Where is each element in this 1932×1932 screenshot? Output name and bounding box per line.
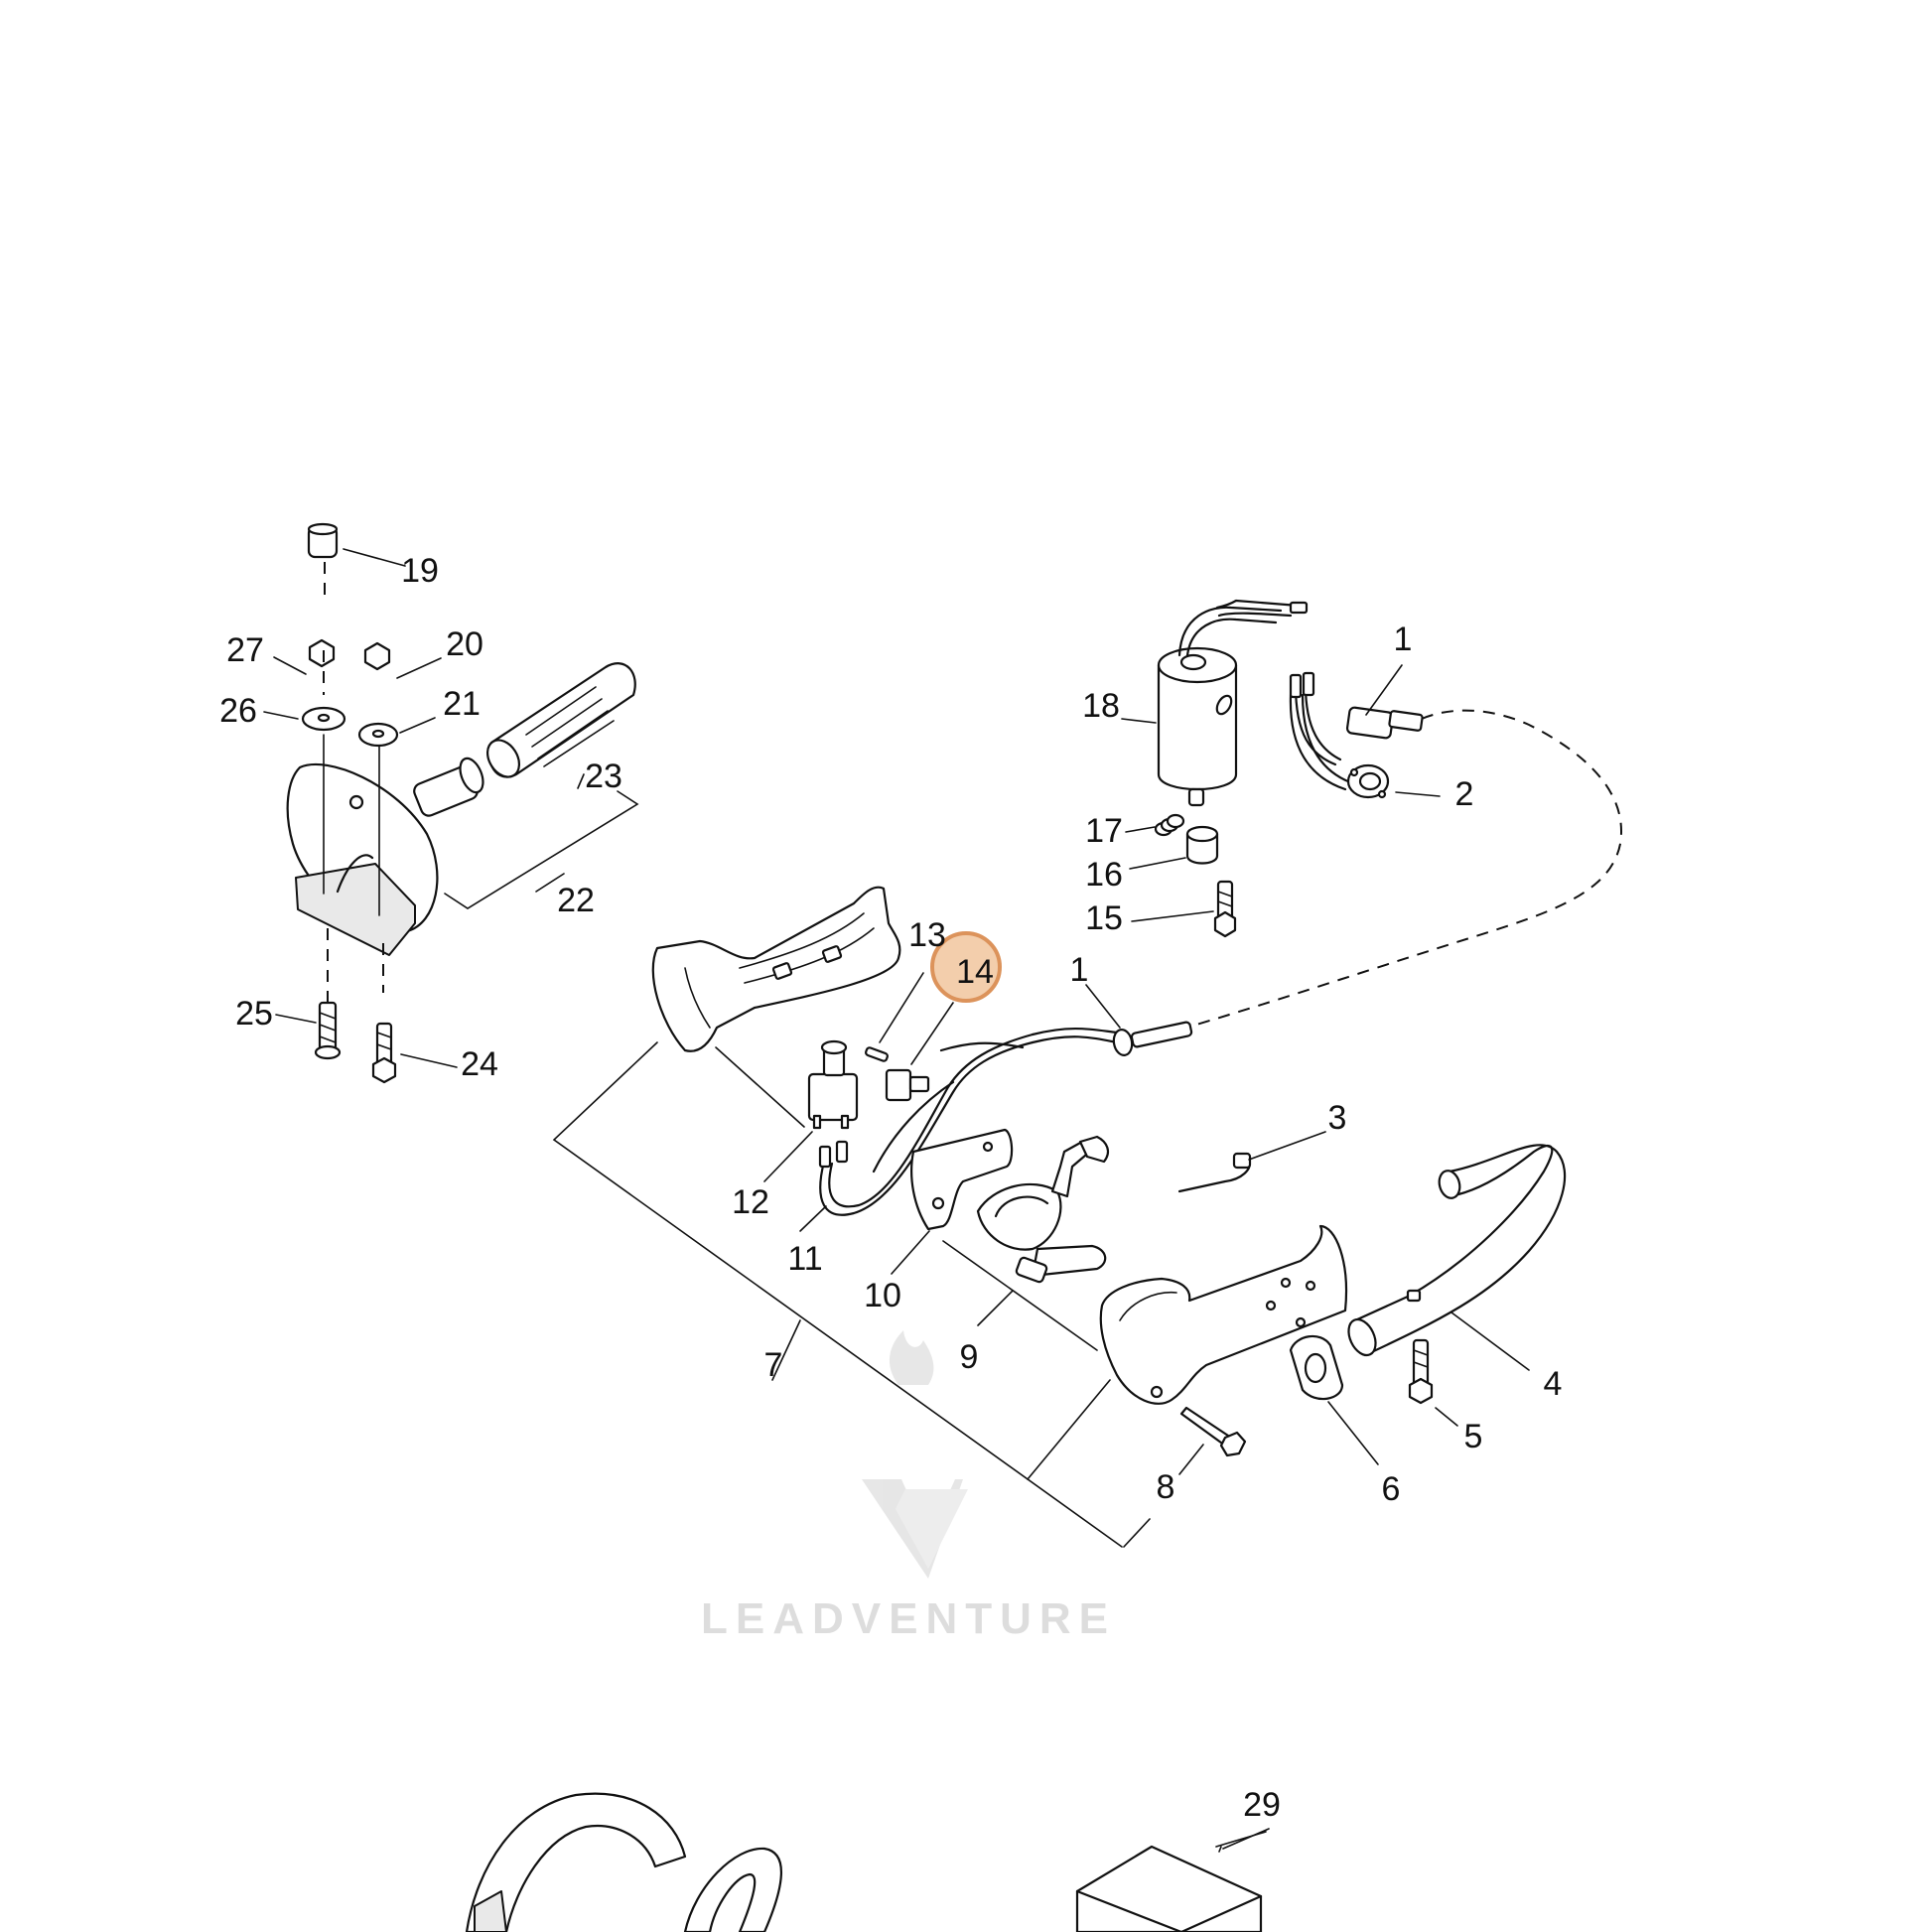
coil-18-shape — [1157, 663, 1238, 790]
plate-10-shape — [910, 1128, 1014, 1231]
ignition-group — [1121, 599, 1622, 1026]
cap-16-shape — [1185, 832, 1219, 865]
callout-1-top[interactable]: 1 — [1394, 621, 1413, 658]
callout-16[interactable]: 16 — [1085, 856, 1123, 894]
screw-5-shape — [1408, 1338, 1434, 1405]
connector-1-shape — [1345, 706, 1395, 740]
watermark-logo: LEADVENTURE — [701, 1330, 1116, 1643]
callout-10[interactable]: 10 — [864, 1277, 901, 1314]
callout-labels: 1 1 2 3 4 5 6 7 8 9 10 11 12 13 14 15 16… — [219, 552, 1562, 1824]
handle-mount-group — [263, 522, 639, 1084]
callout-14[interactable]: 14 — [956, 953, 994, 991]
callout-29[interactable]: 29 — [1243, 1786, 1281, 1824]
bolt-24-shape — [371, 1022, 397, 1084]
rear-handle-group — [552, 886, 1567, 1548]
callout-18[interactable]: 18 — [1082, 687, 1120, 725]
bolt-25-shape — [314, 1001, 342, 1060]
callout-11[interactable]: 11 — [787, 1240, 822, 1278]
callout-23[interactable]: 23 — [585, 758, 622, 795]
callout-13[interactable]: 13 — [908, 916, 946, 954]
callout-8[interactable]: 8 — [1157, 1468, 1175, 1506]
callout-15[interactable]: 15 — [1085, 899, 1123, 937]
mount-base-shape — [295, 863, 416, 956]
callout-27[interactable]: 27 — [226, 631, 264, 669]
watermark-text: LEADVENTURE — [701, 1594, 1116, 1643]
trigger-9-shape — [976, 1135, 1110, 1284]
pin-13-shape — [865, 1046, 889, 1062]
callout-24[interactable]: 24 — [461, 1045, 498, 1083]
callout-1-cable[interactable]: 1 — [1070, 951, 1089, 989]
handlebar-4-shape — [1347, 1144, 1567, 1357]
bottom-parts-group — [465, 1792, 1270, 1932]
screw-15-shape — [1213, 880, 1237, 938]
callout-21[interactable]: 21 — [443, 685, 481, 723]
grip-23-shape — [485, 662, 636, 778]
connector-2-shape — [1346, 763, 1390, 799]
clip-3-shape — [1177, 1152, 1252, 1193]
callout-2[interactable]: 2 — [1455, 775, 1474, 813]
harness-strap-shape — [465, 1792, 687, 1932]
cable-connector-1-shape — [1112, 1029, 1134, 1056]
nut-20-shape — [363, 641, 391, 671]
callout-17[interactable]: 17 — [1085, 812, 1123, 850]
callout-12[interactable]: 12 — [732, 1183, 769, 1221]
callout-20[interactable]: 20 — [446, 625, 483, 663]
callout-26[interactable]: 26 — [219, 692, 257, 730]
highlight-marker-14[interactable] — [930, 931, 1002, 1003]
callout-6[interactable]: 6 — [1382, 1470, 1401, 1508]
throttle-12-shape — [807, 1039, 859, 1130]
nut-27-shape — [308, 638, 336, 668]
switch-14-shape — [885, 1068, 912, 1102]
screw-8-shape — [1179, 1406, 1247, 1457]
callout-3[interactable]: 3 — [1328, 1099, 1347, 1137]
box-29-shape — [1075, 1845, 1263, 1932]
callout-22[interactable]: 22 — [557, 882, 595, 919]
callout-9[interactable]: 9 — [960, 1338, 979, 1376]
callout-4[interactable]: 4 — [1544, 1365, 1563, 1403]
damper-6-shape — [1289, 1334, 1344, 1401]
handle-half-2-shape — [1099, 1224, 1347, 1405]
callout-5[interactable]: 5 — [1464, 1418, 1483, 1455]
callout-7[interactable]: 7 — [764, 1346, 783, 1384]
callout-25[interactable]: 25 — [235, 995, 273, 1033]
callout-19[interactable]: 19 — [401, 552, 439, 590]
spring-17-shape — [1154, 813, 1185, 837]
